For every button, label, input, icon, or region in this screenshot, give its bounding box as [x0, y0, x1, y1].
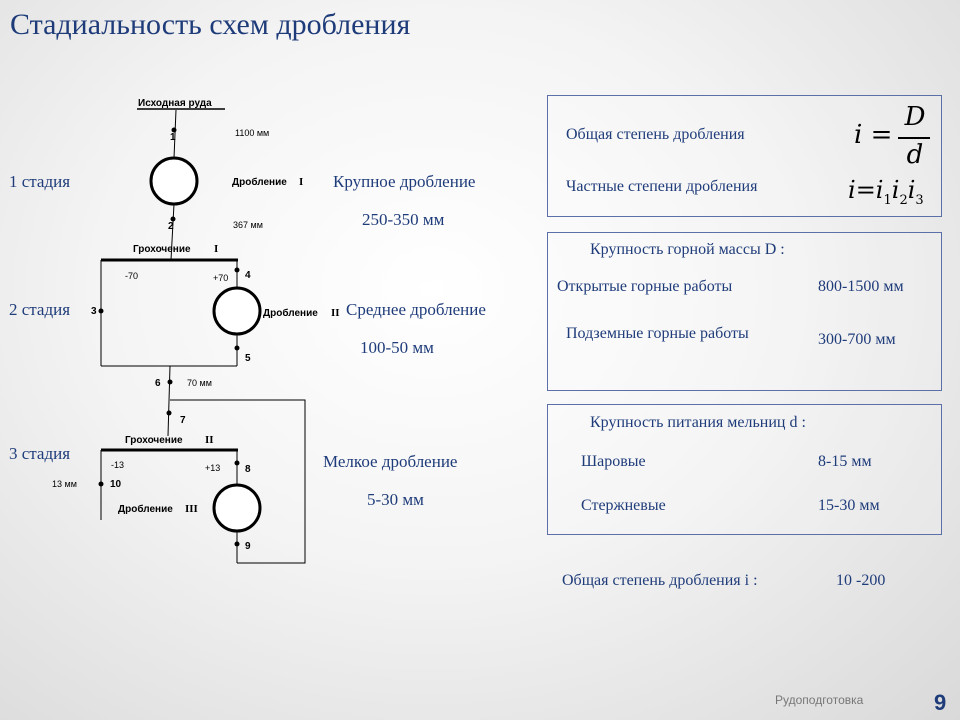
size-1100: 1100 мм [235, 128, 269, 138]
general-ratio-formula: i = [854, 120, 892, 150]
formula-i1: i [875, 176, 884, 204]
recycle-line [170, 399, 306, 564]
formula-partial-eq: = [855, 176, 876, 204]
node-6-label: 6 [155, 378, 161, 389]
mill-feed-heading: Крупность питания мельниц d : [590, 414, 806, 431]
node-1 [171, 127, 177, 133]
footer-text: Рудоподготовка [775, 693, 864, 707]
node-3-label: 3 [91, 306, 97, 317]
node-7-label: 7 [180, 415, 186, 426]
minus-70: -70 [125, 271, 138, 281]
formula-sub-3: 3 [915, 192, 924, 208]
formula-i: i [854, 120, 863, 150]
rock-row-2-value: 300-700 мм [818, 331, 896, 348]
crusher-1-roman: I [299, 176, 303, 188]
node-7 [166, 410, 172, 416]
partial-ratio-label: Частные степени дробления [566, 178, 758, 195]
screen-2-label: Грохочение [125, 435, 183, 446]
formula-partial-lhs: i [848, 176, 856, 204]
stage-3-size: 5-30 мм [367, 490, 424, 509]
stage-1-label: 1 стадия [9, 172, 71, 191]
page-number: 9 [934, 690, 947, 715]
node-9-label: 9 [245, 541, 251, 552]
node-6 [167, 379, 173, 385]
crusher-2-roman: II [331, 307, 340, 319]
crusher-1 [149, 156, 199, 206]
node-1-label: 1 [170, 132, 176, 143]
rock-row-2-label: Подземные горные работы [566, 325, 749, 342]
rock-size-heading: Крупность горной массы D : [590, 241, 785, 258]
node-5 [234, 345, 240, 351]
formula-sub-1: 1 [883, 192, 892, 208]
mill-row-1-value: 8-15 мм [818, 453, 872, 470]
size-70: 70 мм [187, 378, 212, 388]
feed-line-2 [170, 203, 175, 261]
size-13: 13 мм [52, 479, 77, 489]
node-2 [170, 216, 176, 222]
node-8-label: 8 [245, 464, 251, 475]
crusher-3 [212, 483, 262, 533]
formula-i2: i [891, 176, 900, 204]
mill-row-2-value: 15-30 мм [818, 497, 880, 514]
node-10 [98, 481, 104, 487]
feed-line-3 [167, 365, 171, 437]
node-4-label: 4 [245, 270, 251, 281]
stage-3-label: 3 стадия [9, 444, 71, 463]
formula-box: Общая степень дробления Частные степени … [547, 95, 942, 217]
formula-i3: i [907, 176, 916, 204]
stage-2-size: 100-50 мм [360, 338, 434, 357]
stage-2-label: 2 стадия [9, 300, 71, 319]
mill-row-1-label: Шаровые [581, 453, 646, 470]
stage-3-name: Мелкое дробление [323, 452, 458, 471]
node-3 [98, 308, 104, 314]
crusher-3-roman: III [185, 503, 198, 515]
general-ratio-label: Общая степень дробления [566, 126, 745, 143]
node-9 [234, 541, 240, 547]
partial-ratio-formula: i=i1i2i3 [848, 176, 924, 208]
node-5-label: 5 [245, 353, 251, 364]
crusher-1-label: Дробление [232, 176, 287, 188]
screen-1-label: Грохочение [133, 244, 191, 255]
crusher-2-label: Дробление [263, 307, 318, 319]
source-label: Исходная руда [138, 98, 212, 109]
rock-row-1-label: Открытые горные работы [557, 278, 733, 295]
rock-row-1-value: 800-1500 мм [818, 278, 904, 295]
formula-sub-2: 2 [899, 192, 908, 208]
stage-1-size: 250-350 мм [362, 210, 445, 229]
plus-70: +70 [213, 273, 228, 283]
mill-row-2-label: Стержневые [581, 497, 666, 514]
plus-13: +13 [205, 463, 220, 473]
total-ratio-value: 10 -200 [836, 572, 886, 589]
fraction-bar [898, 137, 930, 139]
node-2-label: 2 [168, 221, 174, 232]
minus-13: -13 [111, 460, 124, 470]
size-367: 367 мм [233, 220, 263, 230]
formula-numerator: D [904, 102, 926, 132]
crusher-2 [212, 286, 262, 336]
mill-feed-box: Крупность питания мельниц d : Шаровые 8-… [547, 404, 942, 535]
stage-2-name: Среднее дробление [346, 300, 486, 319]
node-8 [234, 460, 240, 466]
node-10-label: 10 [110, 479, 122, 490]
total-ratio-label: Общая степень дробления i : [562, 572, 758, 589]
stage-1-name: Крупное дробление [333, 172, 476, 191]
formula-eq: = [870, 120, 893, 150]
screen-1-roman: I [214, 243, 218, 255]
rock-size-box: Крупность горной массы D : Открытые горн… [547, 232, 942, 391]
screen-2-roman: II [205, 434, 214, 446]
crusher-3-label: Дробление [118, 503, 173, 515]
formula-denominator: d [906, 140, 924, 170]
node-4 [234, 267, 240, 273]
feed-line-1 [173, 109, 177, 159]
page-title: Стадиальность схем дробления [10, 8, 411, 41]
